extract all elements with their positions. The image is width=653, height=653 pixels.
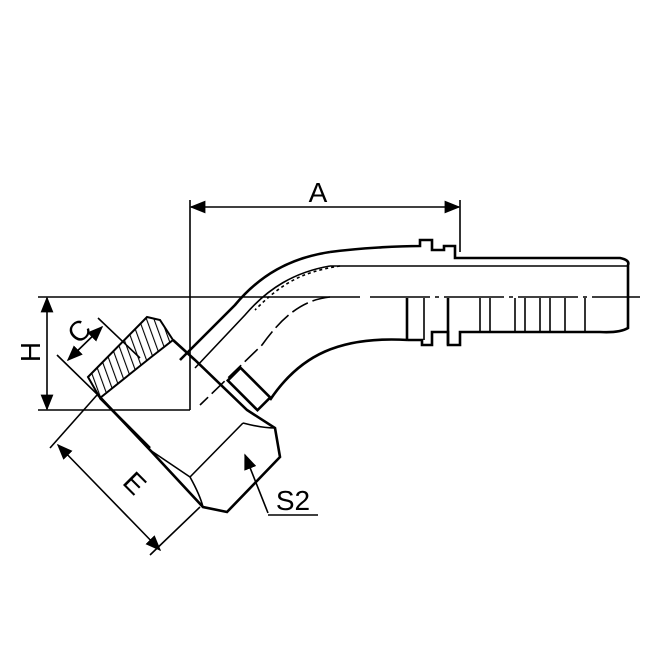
- dimension-a: A: [189, 177, 461, 410]
- label-c: C: [61, 313, 97, 349]
- dimension-e: E: [49, 394, 201, 556]
- nut: [86, 315, 282, 514]
- hose-tail: [329, 238, 630, 347]
- dimension-s2: S2: [244, 453, 318, 516]
- label-h: H: [15, 342, 46, 362]
- label-a: A: [309, 177, 328, 208]
- label-s2: S2: [276, 485, 310, 516]
- bent-tube: [179, 250, 409, 413]
- dimension-h: H: [15, 296, 190, 411]
- label-e: E: [117, 466, 152, 501]
